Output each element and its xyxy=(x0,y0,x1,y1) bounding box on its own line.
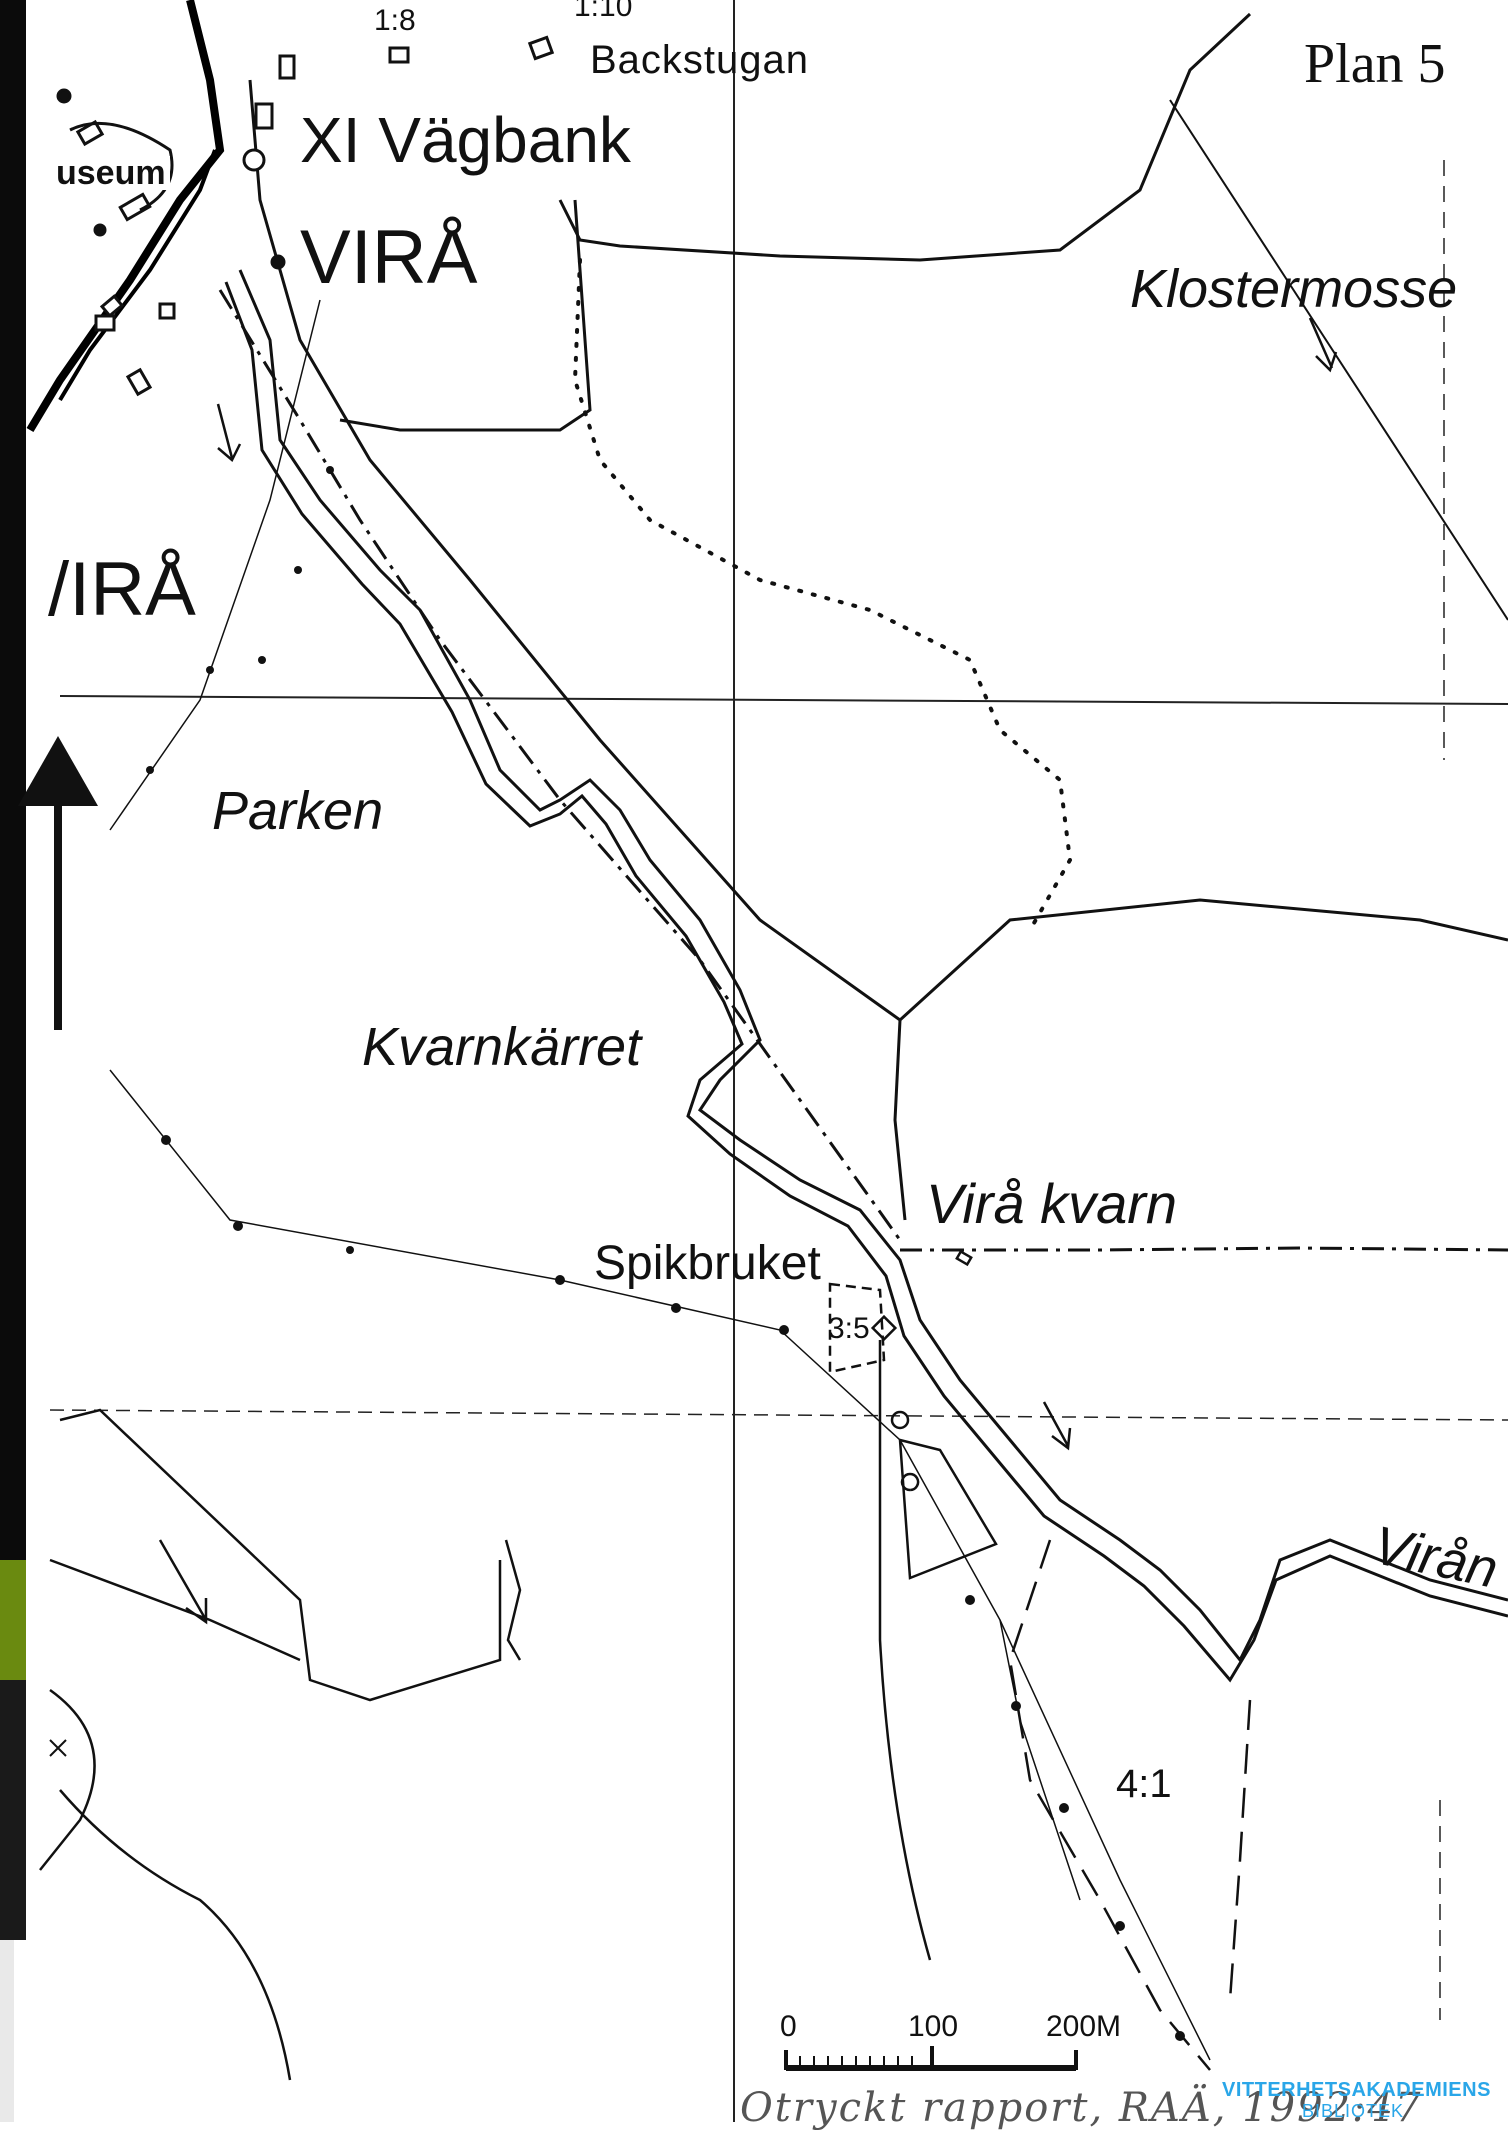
site-code-1-8: 1:8 xyxy=(374,4,416,37)
site-code-3-5: 3:5 xyxy=(828,1312,870,1345)
scan-edge-color-strip xyxy=(0,1560,26,1680)
museum-road xyxy=(69,121,174,212)
trail-dashed xyxy=(1008,1539,1252,2071)
label-vira-kvarn: Virå kvarn xyxy=(926,1172,1178,1235)
road-secondary xyxy=(248,12,1508,1221)
site-code-1-10: 1:10 xyxy=(574,0,633,23)
scan-edge-lower xyxy=(0,1680,26,1940)
plan-title: Plan 5 xyxy=(1304,33,1446,95)
scan-edge-bottom xyxy=(0,1940,14,2122)
scale-bar xyxy=(784,2046,1078,2071)
parish-boundary xyxy=(218,289,1508,1252)
label-vira: VIRÅ xyxy=(300,215,478,300)
library-stamp-line1: VITTERHETSAKADEMIENS xyxy=(1222,2079,1491,2101)
site-circle-icon xyxy=(890,1410,910,1430)
scale-tick-200: 200M xyxy=(1046,2010,1122,2043)
map-grid xyxy=(49,0,1508,2122)
flow-direction-arrow-icon xyxy=(158,317,1338,1625)
power-line-poles xyxy=(146,466,1185,2041)
river-vira xyxy=(224,269,1508,1683)
label-parken: Parken xyxy=(212,781,384,841)
label-kvarnkarret: Kvarnkärret xyxy=(362,1017,642,1077)
drainage-line xyxy=(1169,99,1508,621)
label-spikbruket: Spikbruket xyxy=(594,1237,821,1290)
main-road xyxy=(26,0,225,433)
site-markers xyxy=(828,1249,998,1580)
scan-edge xyxy=(0,0,26,1560)
north-arrow-icon xyxy=(18,736,98,1030)
village-buildings xyxy=(56,35,555,397)
library-stamp-line2: BIBLIOTEK xyxy=(1302,2101,1405,2121)
label-vagbank: XI Vägbank xyxy=(300,104,631,176)
lower-left-features xyxy=(39,1408,522,2081)
path-lower xyxy=(878,1340,932,1961)
label-backstugan: Backstugan xyxy=(590,38,810,82)
label-klostermosse: Klostermosse xyxy=(1130,259,1458,319)
handwritten-note: Otryckt rapport, RAÄ, 1992:47 xyxy=(740,2085,1423,2131)
scale-tick-0: 0 xyxy=(780,2010,797,2043)
label-museum: useum xyxy=(52,156,170,190)
dotted-boundary xyxy=(572,258,1073,932)
label-vira-left: /IRÅ xyxy=(48,547,196,632)
scale-tick-100: 100 xyxy=(908,2010,959,2043)
site-35-outline xyxy=(828,1282,886,1374)
site-code-4-1: 4:1 xyxy=(1116,1762,1172,1806)
